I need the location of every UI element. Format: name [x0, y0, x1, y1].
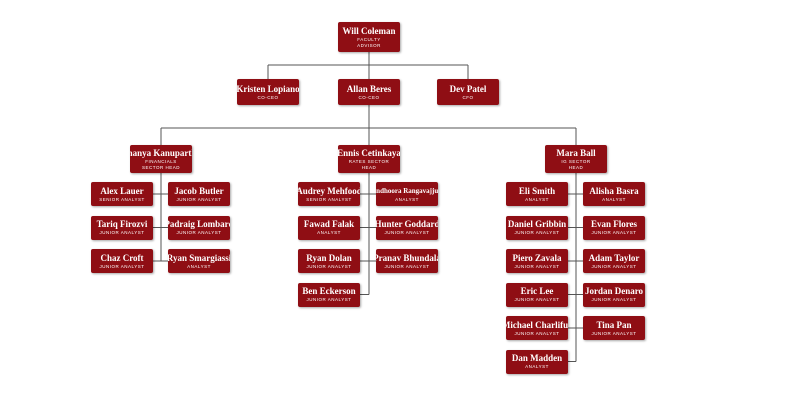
person-name: Daniel Gribbin	[507, 219, 567, 230]
person-name: Jacob Butler	[174, 185, 224, 196]
person-role: JUNIOR ANALYST	[176, 230, 222, 236]
person-role: JUNIOR ANALYST	[591, 230, 637, 236]
person-role: JUNIOR ANALYST	[514, 330, 560, 336]
person-role: SENIOR ANALYST	[99, 196, 145, 202]
person-name: Audrey Mehfood	[298, 185, 360, 196]
person-role: JUNIOR ANALYST	[99, 263, 145, 269]
person-role: JUNIOR ANALYST	[591, 330, 637, 336]
person-role: ANALYST	[602, 196, 626, 202]
person-role: JUNIOR ANALYST	[591, 297, 637, 303]
person-name: Piero Zavala	[512, 252, 562, 263]
person-role: ANALYST	[395, 196, 419, 202]
person-name: Dan Madden	[511, 353, 563, 364]
person-role: FINANCIALS SECTOR HEAD	[142, 159, 180, 170]
person-name: Hunter Goddard	[376, 219, 438, 230]
person-name: Jordan Denaro	[584, 286, 644, 297]
person-role: CFO	[462, 94, 474, 100]
person-name: Evan Flores	[590, 219, 638, 230]
person-role: JUNIOR ANALYST	[176, 196, 222, 202]
person-role: RATES SECTOR HEAD	[348, 159, 390, 170]
person-name: Ryan Dolan	[306, 252, 352, 263]
person-role: ANALYST	[525, 364, 549, 370]
person-role: JUNIOR ANALYST	[591, 263, 637, 269]
person-card-michael-charlifue: Michael CharlifueJUNIOR ANALYST	[506, 316, 568, 340]
person-name: Will Coleman	[342, 26, 396, 36]
person-name: Michael Charlifue	[506, 319, 568, 330]
person-role: SENIOR ANALYST	[306, 196, 352, 202]
person-name: Chaz Croft	[100, 252, 144, 263]
person-name: Eli Smith	[518, 185, 556, 196]
person-role: JUNIOR ANALYST	[384, 230, 430, 236]
person-role: FACULTY ADVISOR	[357, 37, 381, 48]
person-name: Sindhoora Rangavajjula	[376, 186, 438, 195]
person-role: CO-CEO	[358, 94, 380, 100]
person-name: Fawad Falak	[303, 219, 355, 230]
person-name: Alex Lauer	[100, 185, 144, 196]
person-name: Padraig Lombard	[168, 219, 230, 230]
person-name: Kristen Lopiano	[237, 83, 299, 94]
person-role: ANALYST	[187, 263, 211, 269]
person-name: Dev Patel	[449, 83, 487, 94]
person-role: ANALYST	[317, 230, 341, 236]
person-name: Eric Lee	[520, 286, 554, 297]
person-name: Mara Ball	[556, 148, 596, 158]
person-role: CO-CEO	[257, 94, 279, 100]
person-role: JUNIOR ANALYST	[384, 263, 430, 269]
person-name: Tariq Firozvi	[96, 219, 148, 230]
person-name: Tina Pan	[596, 319, 632, 330]
person-role: JUNIOR ANALYST	[514, 297, 560, 303]
person-role: JUNIOR ANALYST	[306, 297, 352, 303]
person-role: ANALYST	[525, 196, 549, 202]
person-role: JUNIOR ANALYST	[99, 230, 145, 236]
person-name: Pranav Bhundala	[376, 252, 438, 263]
person-role: JUNIOR ANALYST	[306, 263, 352, 269]
person-name: Alisha Basra	[589, 185, 639, 196]
person-name: Ennis Cetinkaya	[338, 148, 400, 158]
person-card-ananya-kanuparthy: Ananya KanuparthyFINANCIALS SECTOR HEAD	[130, 145, 192, 173]
person-name: Adam Taylor	[588, 252, 640, 263]
person-role: JUNIOR ANALYST	[514, 230, 560, 236]
person-role: IG SECTOR HEAD	[561, 159, 591, 170]
person-name: Ananya Kanuparthy	[130, 148, 192, 158]
person-name: Allan Beres	[346, 83, 392, 94]
person-name: Ryan Smargiassi	[168, 252, 230, 263]
person-card-sindhoora-rangavajjula: Sindhoora RangavajjulaANALYST	[376, 182, 438, 206]
person-name: Ben Eckerson	[302, 286, 356, 297]
person-role: JUNIOR ANALYST	[514, 263, 560, 269]
